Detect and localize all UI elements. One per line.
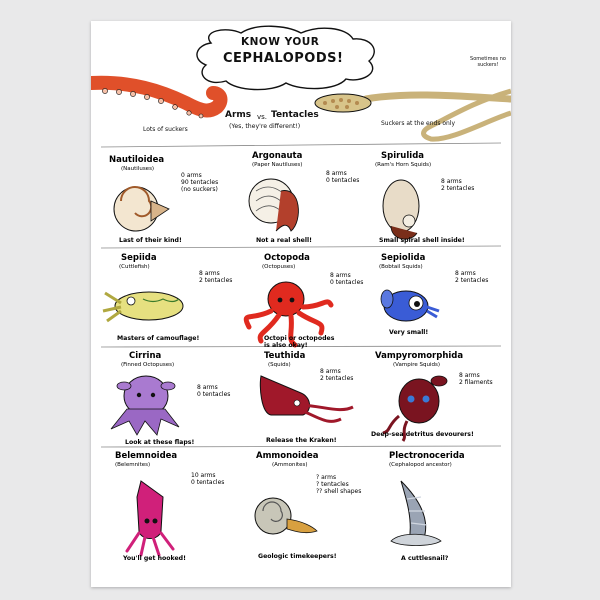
cell-common-name: (Octopuses) bbox=[262, 264, 296, 270]
cell-caption: A cuttlesnail? bbox=[401, 555, 449, 562]
cell-annotation: 8 arms 2 filaments bbox=[459, 372, 493, 386]
ammonite-illustration bbox=[254, 497, 318, 535]
cell-cirrina: Cirrina (Finned Octopuses) 8 arms 0 tent… bbox=[99, 351, 239, 451]
cell-caption: Look at these flaps! bbox=[125, 439, 195, 446]
nautilus-illustration bbox=[113, 186, 170, 232]
cell-common-name: (Finned Octopuses) bbox=[121, 362, 175, 368]
cell-name: Argonauta bbox=[252, 151, 303, 161]
cell-annotation: 8 arms 2 tentacles bbox=[199, 270, 233, 284]
suckers-at-ends-label: Suckers at the ends only bbox=[381, 120, 456, 127]
spirula-illustration bbox=[382, 179, 420, 240]
belemnite-illustration bbox=[125, 480, 175, 557]
vampire-squid-illustration bbox=[382, 375, 448, 442]
cell-caption: Octopi or octopodes is also okay! bbox=[264, 335, 335, 350]
bobtail-squid-illustration bbox=[380, 289, 440, 322]
cell-name: Plectronocerida bbox=[389, 451, 465, 461]
cirrina-illustration bbox=[110, 375, 180, 436]
cell-common-name: (Paper Nautiluses) bbox=[252, 162, 303, 168]
octopus-arm-illustration bbox=[91, 75, 228, 118]
cell-name: Teuthida bbox=[264, 351, 306, 361]
plectronoceras-illustration bbox=[390, 480, 442, 546]
cuttlefish-illustration bbox=[102, 291, 184, 323]
cell-annotation: 8 arms 0 tentacles bbox=[326, 170, 360, 184]
squid-tentacle-curl bbox=[421, 88, 511, 142]
cell-ammonoidea: Ammonoidea (Ammonites) ? arms ? tentacle… bbox=[236, 451, 376, 560]
squid-illustration bbox=[259, 375, 354, 423]
cell-name: Octopoda bbox=[264, 253, 310, 263]
cell-belemnoidea: Belemnoidea (Belemnites) 10 arms 0 tenta… bbox=[99, 451, 239, 562]
cell-spirulida: Spirulida (Ram's Horn Squids) 8 arms 2 t… bbox=[371, 149, 511, 249]
cell-caption: Masters of camouflage! bbox=[117, 335, 200, 342]
cell-name: Nautiloidea bbox=[109, 155, 165, 165]
cell-annotation: 10 arms 0 tentacles bbox=[191, 472, 225, 486]
cell-vampyromorphida: Vampyromorphida (Vampire Squids) 8 arms … bbox=[371, 351, 511, 451]
cell-caption: Geologic timekeepers! bbox=[258, 553, 337, 560]
cell-annotation: ? arms ? tentacles ?? shell shapes bbox=[316, 474, 362, 495]
cell-annotation: 8 arms 2 tentacles bbox=[455, 270, 489, 284]
cell-name: Spirulida bbox=[381, 151, 425, 161]
cell-caption: Not a real shell! bbox=[256, 237, 312, 244]
title-line-1: KNOW YOUR bbox=[241, 36, 320, 48]
sometimes-no-suckers-label: Sometimes no suckers! bbox=[470, 56, 506, 68]
arm-suckers bbox=[102, 88, 204, 119]
cell-octopoda: Octopoda (Octopuses) 8 arms 0 tentacles … bbox=[236, 251, 376, 351]
lots-of-suckers-label: Lots of suckers bbox=[143, 126, 188, 133]
cell-plectronocerida: Plectronocerida (Cephalopod ancestor) A … bbox=[371, 451, 511, 562]
cell-name: Belemnoidea bbox=[115, 451, 178, 461]
cell-annotation: 8 arms 0 tentacles bbox=[197, 384, 231, 398]
cell-nautiloidea: Nautiloidea (Nautiluses) 0 arms 90 tenta… bbox=[99, 151, 239, 251]
cell-name: Ammonoidea bbox=[256, 451, 319, 461]
cell-common-name: (Vampire Squids) bbox=[393, 362, 440, 368]
cell-common-name: (Nautiluses) bbox=[121, 166, 155, 172]
cell-caption: Deep-sea detritus devourers! bbox=[371, 431, 474, 438]
cell-caption: You'll get hooked! bbox=[123, 555, 186, 562]
title-line-2: CEPHALOPODS! bbox=[223, 51, 344, 66]
intro-note: (Yes, they're different!) bbox=[229, 123, 301, 130]
cell-common-name: (Ammonites) bbox=[272, 462, 308, 468]
arms-label: Arms bbox=[225, 110, 252, 120]
cell-common-name: (Cuttlefish) bbox=[119, 264, 150, 270]
cell-caption: Last of their kind! bbox=[119, 237, 182, 244]
cell-common-name: (Belemnites) bbox=[115, 462, 151, 468]
cell-caption: Release the Kraken! bbox=[266, 437, 337, 444]
cell-caption: Small spiral shell inside! bbox=[379, 237, 465, 244]
cell-caption: Very small! bbox=[389, 329, 429, 336]
cell-name: Vampyromorphida bbox=[375, 351, 464, 361]
club-suckers bbox=[323, 98, 359, 109]
tentacles-label: Tentacles bbox=[271, 110, 319, 120]
cell-common-name: (Cephalopod ancestor) bbox=[389, 462, 452, 468]
argonaut-illustration bbox=[248, 178, 299, 232]
cell-name: Sepiida bbox=[121, 253, 157, 263]
cell-name: Cirrina bbox=[129, 351, 162, 361]
title-cloud bbox=[196, 25, 375, 91]
cell-common-name: (Ram's Horn Squids) bbox=[375, 162, 432, 168]
poster-artwork bbox=[91, 25, 511, 557]
cell-common-name: (Bobtail Squids) bbox=[379, 264, 423, 270]
vs-label: vs. bbox=[257, 113, 268, 121]
row-dividers bbox=[100, 142, 502, 448]
cell-sepiida: Sepiida (Cuttlefish) 8 arms 2 tentacles … bbox=[99, 251, 239, 351]
cell-sepiolida: Sepiolida (Bobtail Squids) 8 arms 2 tent… bbox=[371, 251, 511, 351]
cell-teuthida: Teuthida (Squids) 8 arms 2 tentacles Rel… bbox=[236, 351, 376, 451]
cell-annotation: 8 arms 2 tentacles bbox=[441, 178, 475, 192]
cell-argonauta: Argonauta (Paper Nautiluses) 8 arms 0 te… bbox=[236, 149, 376, 249]
octopus-illustration bbox=[243, 281, 334, 348]
cell-annotation: 8 arms 2 tentacles bbox=[320, 368, 354, 382]
cell-annotation: 8 arms 0 tentacles bbox=[330, 272, 364, 286]
tentacle-club bbox=[314, 93, 372, 113]
cell-annotation: 0 arms 90 tentacles (no suckers) bbox=[181, 172, 219, 193]
cell-name: Sepiolida bbox=[381, 253, 426, 263]
cell-common-name: (Squids) bbox=[268, 362, 291, 368]
poster: KNOW YOUR CEPHALOPODS! Lots of suckers A… bbox=[91, 21, 511, 587]
